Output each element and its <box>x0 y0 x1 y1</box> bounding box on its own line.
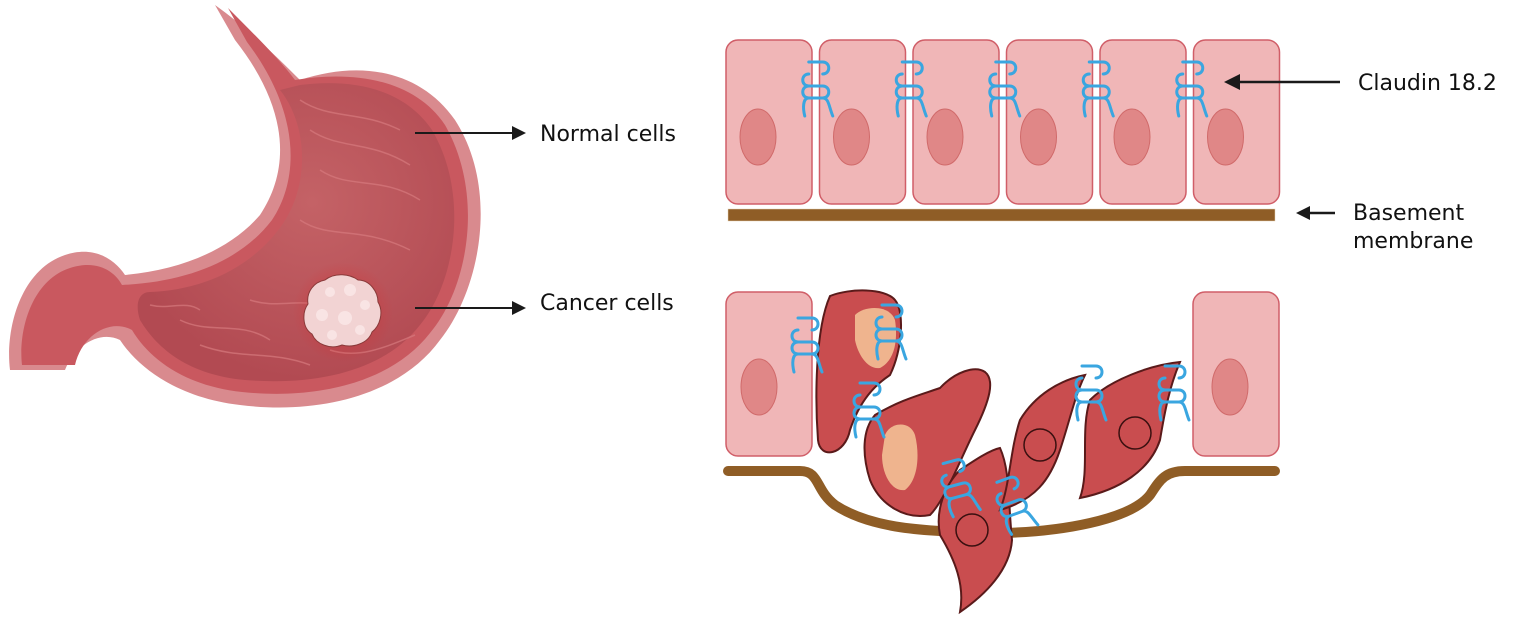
basement-label-line2: membrane <box>1353 229 1473 254</box>
basement-membrane-normal <box>727 208 1276 222</box>
cancer-cells-pointer <box>415 301 526 315</box>
cancer-cell <box>998 373 1087 512</box>
nucleus <box>739 108 777 166</box>
nucleus <box>926 108 964 166</box>
nucleus <box>1020 108 1057 166</box>
cancer-nucleus <box>882 424 918 491</box>
cancer-cells-label: Cancer cells <box>540 291 674 316</box>
cancer-nucleus <box>1023 428 1057 462</box>
nucleus <box>1113 108 1151 166</box>
cancer-cell <box>937 446 1014 615</box>
cancer-epithelium-panel <box>723 289 1280 615</box>
tumor-icon <box>303 274 382 348</box>
stomach-illustration <box>9 5 481 408</box>
cancer-cell <box>1078 360 1182 500</box>
nucleus <box>740 358 778 416</box>
normal-cells-pointer <box>415 126 526 140</box>
normal-epithelium-panel <box>725 39 1281 205</box>
claudin-pointer <box>1224 74 1340 90</box>
normal-cells-label: Normal cells <box>540 122 676 147</box>
basement-pointer <box>1296 206 1335 220</box>
gastric-folds <box>149 99 421 366</box>
nucleus <box>1207 108 1244 166</box>
claudin-label: Claudin 18.2 <box>1358 71 1497 96</box>
cancer-nucleus <box>1118 416 1152 450</box>
nucleus <box>1211 358 1249 416</box>
basement-label-line1: Basement <box>1353 201 1464 226</box>
nucleus <box>833 108 870 166</box>
cancer-nucleus <box>955 513 989 547</box>
